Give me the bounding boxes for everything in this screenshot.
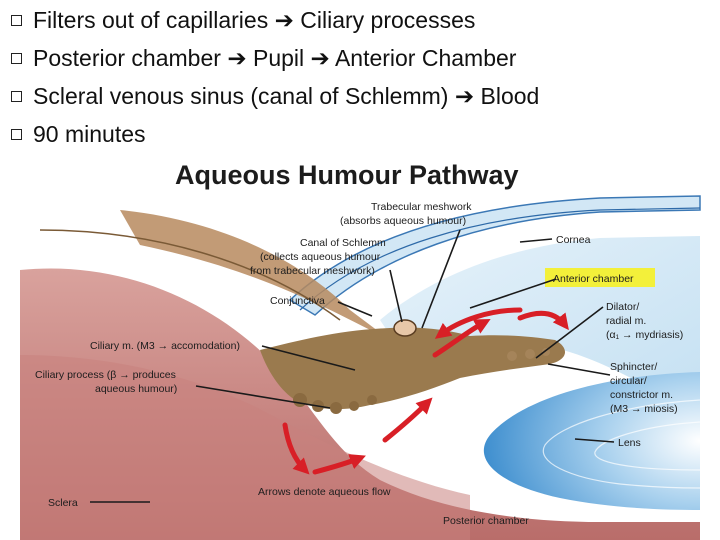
label-lens: Lens xyxy=(618,437,641,449)
label-sphincter: circular/ xyxy=(610,375,647,387)
diagram-title: Aqueous Humour Pathway xyxy=(175,160,519,190)
label-sphincter: constrictor m. xyxy=(610,389,673,401)
bullet-part: Blood xyxy=(480,82,540,109)
label-ciliary-process: Ciliary process (β → produces xyxy=(35,369,176,381)
label-posterior-chamber: Posterior chamber xyxy=(443,515,529,527)
checkbox-bullet-icon xyxy=(11,90,22,102)
bullet-part: Filters out of capillaries xyxy=(33,6,269,33)
label-dilator: Dilator/ xyxy=(606,301,639,313)
label-canal-of-schlemm: Canal of Schlemm xyxy=(300,237,386,249)
flow-arrow xyxy=(434,307,523,339)
label-ciliary-process: aqueous humour) xyxy=(95,383,177,395)
aqueous-humour-diagram: Aqueous Humour Pathway Trabecular meshwo… xyxy=(0,150,720,540)
diagram-svg: Aqueous Humour Pathway Trabecular meshwo… xyxy=(20,160,701,540)
ciliary-body xyxy=(260,327,566,410)
cornea xyxy=(288,195,701,316)
bullet-part: Anterior Chamber xyxy=(334,44,517,71)
label-dilator: (α₁ → mydriasis) xyxy=(606,329,683,341)
bullet-part: Ciliary processes xyxy=(300,6,476,33)
label-ciliary-muscle: Ciliary m. (M3 → accomodation) xyxy=(90,340,240,352)
checkbox-bullet-icon xyxy=(11,128,22,140)
checkbox-bullet-icon xyxy=(11,52,22,64)
label-sphincter: Sphincter/ xyxy=(610,361,657,373)
right-arrow-icon: ➔ xyxy=(310,45,330,72)
flow-arrow xyxy=(517,310,569,331)
label-conjunctiva: Conjunctiva xyxy=(270,295,325,307)
bullet-text: Posterior chamber ➔ Pupil ➔ Anterior Cha… xyxy=(33,45,516,72)
canal-of-schlemm xyxy=(393,319,417,337)
bullet-part: Scleral venous sinus (canal of Schlemm) xyxy=(33,82,449,109)
right-arrow-icon: ➔ xyxy=(227,45,247,72)
label-sclera: Sclera xyxy=(48,497,78,509)
bullet-text: 90 minutes xyxy=(33,121,146,148)
bullet-part: Pupil xyxy=(252,44,305,71)
flow-arrow xyxy=(382,397,433,443)
label-sphincter: (M3 → miosis) xyxy=(610,403,678,415)
flow-arrows xyxy=(282,307,569,475)
label-cornea: Cornea xyxy=(556,234,591,246)
flow-arrow xyxy=(312,454,366,475)
bullet-text: Filters out of capillaries ➔ Ciliary pro… xyxy=(33,7,475,34)
label-trabecular-meshwork: Trabecular meshwork xyxy=(371,201,472,213)
label-arrows-note: Arrows denote aqueous flow xyxy=(258,486,391,498)
checkbox-bullet-icon xyxy=(11,14,22,26)
flow-arrow xyxy=(432,318,491,358)
label-trabecular-meshwork-note: (absorbs aqueous humour) xyxy=(340,215,466,227)
right-arrow-icon: ➔ xyxy=(454,83,475,110)
bullet-part: 90 minutes xyxy=(33,120,146,147)
anterior-chamber-highlight xyxy=(545,268,655,287)
flow-arrow xyxy=(282,422,310,475)
bullet-text: Scleral venous sinus (canal of Schlemm) … xyxy=(33,83,539,110)
label-canal-of-schlemm-note: from trabecular meshwork) xyxy=(250,265,375,277)
label-anterior-chamber: Anterior chamber xyxy=(553,273,634,285)
right-arrow-icon: ➔ xyxy=(274,7,294,34)
label-canal-of-schlemm-note: (collects aqueous humour xyxy=(260,251,381,263)
label-dilator: radial m. xyxy=(606,315,646,327)
bullet-part: Posterior chamber xyxy=(33,44,221,71)
